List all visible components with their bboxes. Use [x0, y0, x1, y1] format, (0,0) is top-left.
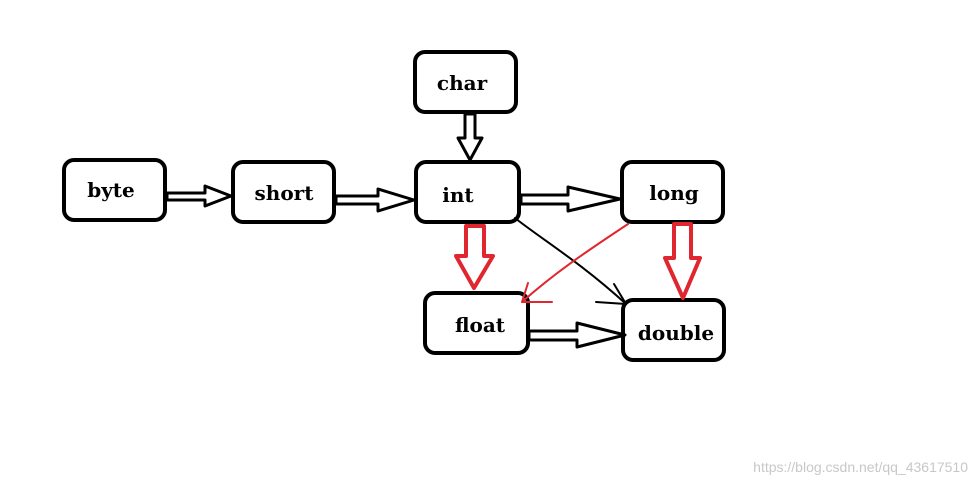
node-short-label: short: [255, 181, 315, 205]
node-long-label: long: [649, 181, 698, 205]
node-double-label: double: [638, 321, 714, 345]
arrow-char-to-int: [456, 112, 484, 162]
arrow-int-to-long: [519, 185, 622, 213]
node-char: char: [413, 50, 518, 114]
arrow-float-to-double: [527, 321, 627, 349]
node-int-label: int: [442, 183, 474, 207]
node-float-box: [423, 291, 530, 355]
node-char-label: char: [437, 71, 488, 95]
arrow-long-to-float-line: [521, 223, 629, 303]
node-byte: byte: [62, 158, 167, 222]
arrow-int-to-float: [454, 224, 495, 290]
node-char-box: [413, 50, 518, 114]
watermark-text: https://blog.csdn.net/qq_43617510: [753, 459, 968, 475]
node-short: short: [231, 160, 336, 224]
arrow-short-to-int: [334, 187, 416, 213]
arrow-long-to-float-head: [521, 282, 553, 303]
node-float: float: [423, 291, 530, 355]
arrow-long-to-double: [663, 222, 702, 300]
node-short-box: [231, 160, 336, 224]
node-int-box: [414, 160, 521, 224]
node-byte-label: byte: [87, 178, 135, 202]
arrow-int-to-double-line: [514, 217, 627, 305]
node-byte-box: [62, 158, 167, 222]
node-long-box: [620, 160, 725, 224]
arrow-byte-to-short: [165, 184, 233, 208]
arrow-long-to-float: [521, 223, 629, 303]
node-double-box: [621, 298, 726, 362]
arrow-int-to-double: [514, 217, 627, 305]
node-long: long: [620, 160, 725, 224]
node-int: int: [414, 160, 521, 224]
node-float-label: float: [455, 313, 506, 337]
node-double: double: [621, 298, 726, 362]
arrow-int-to-double-head: [595, 283, 627, 305]
